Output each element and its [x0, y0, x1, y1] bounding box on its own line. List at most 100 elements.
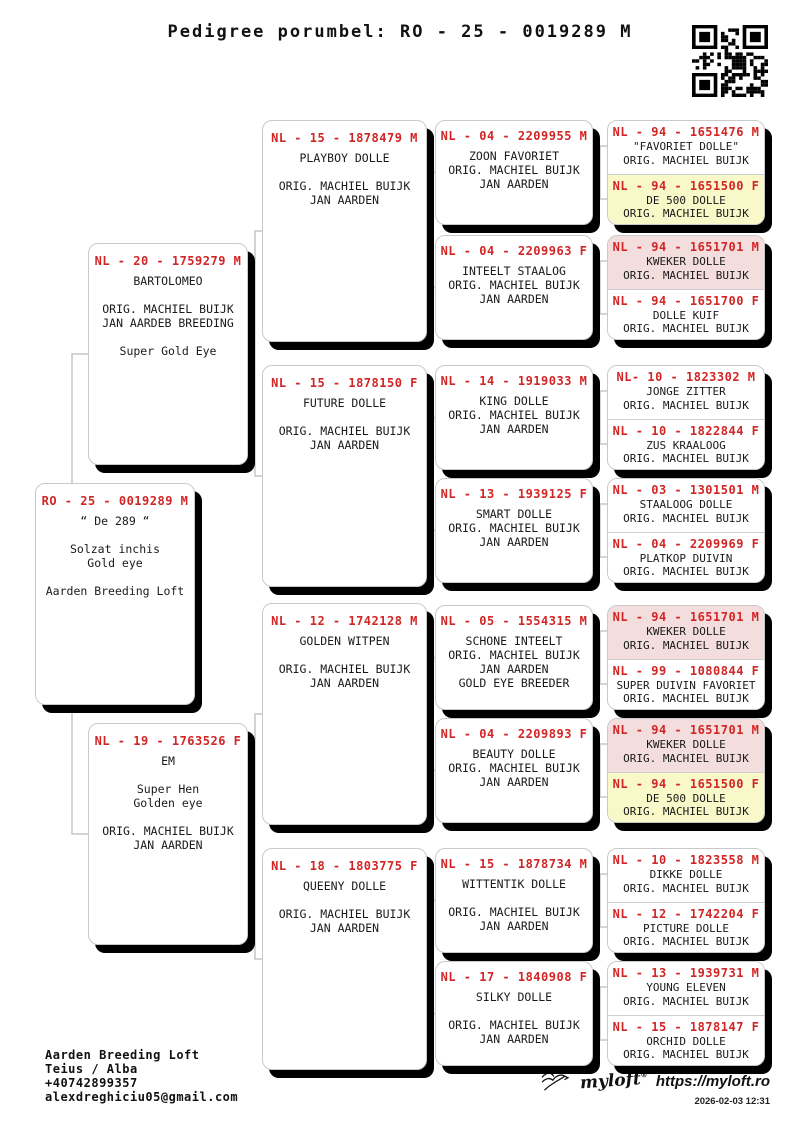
myloft-bird-icon	[541, 1072, 570, 1091]
loft-name: Aarden Breeding Loft	[45, 1048, 200, 1062]
info-line: JAN AARDEN	[479, 422, 549, 436]
info-line	[436, 891, 592, 905]
info-line: ORIG. MACHIEL BUIJK	[278, 179, 411, 193]
loft-phone: +40742899357	[45, 1076, 138, 1090]
info-line	[263, 410, 426, 424]
ring-number: NL - 94 - 1651701 M	[612, 240, 760, 254]
info-line: JAN AARDEN	[309, 921, 380, 935]
info-line: ORIG. MACHIEL BUIJK	[448, 521, 580, 535]
info-line	[36, 528, 194, 542]
ring-number: NL - 19 - 1763526 F	[94, 734, 242, 748]
pedigree-entry-gen5[interactable]: NL - 94 - 1651476 M"FAVORIET DOLLE"ORIG.…	[608, 121, 764, 174]
pigeon-name: KWEKER DOLLE	[646, 255, 726, 268]
ring-number: NL - 15 - 1878150 F	[271, 376, 418, 390]
ring-number: NL - 94 - 1651500 F	[612, 178, 760, 193]
info-line: QUEENY DOLLE	[302, 879, 387, 893]
origin-line: ORIG. MACHIEL BUIJK	[623, 398, 749, 412]
myloft-logo-text: myloft®	[579, 1069, 648, 1094]
info-line: JAN AARDEN	[479, 775, 549, 789]
info-line: EM	[161, 754, 175, 768]
info-line: GOLD EYE BREEDER	[458, 676, 570, 690]
pigeon-name: YOUNG ELEVEN	[646, 981, 726, 994]
ring-number: NL - 13 - 1939731 M	[612, 966, 760, 980]
info-line: SILKY DOLLE	[475, 990, 553, 1004]
ring-number: NL - 05 - 1554315 M	[440, 614, 588, 628]
pigeon-name: DIKKE DOLLE	[649, 868, 723, 881]
ring-number: NL - 94 - 1651500 F	[612, 776, 760, 791]
ring-number: NL - 13 - 1939125 F	[440, 487, 588, 501]
info-line: ORIG. MACHIEL BUIJK	[448, 1018, 580, 1032]
ring-number: NL - 10 - 1822844 F	[612, 423, 760, 438]
pigeon-name: SUPER DUIVIN FAVORIET	[616, 678, 756, 692]
info-line: JAN AARDEN	[309, 676, 380, 690]
info-line: Golden eye	[133, 796, 203, 810]
origin-line: ORIG. MACHIEL BUIJK	[623, 994, 749, 1008]
info-line	[436, 1004, 592, 1018]
info-line: SMART DOLLE	[475, 507, 553, 521]
info-line: Super Gold Eye	[119, 344, 217, 358]
info-line: ORIG. MACHIEL BUIJK	[448, 648, 580, 662]
origin-line: ORIG. MACHIEL BUIJK	[623, 638, 749, 652]
ring-number: NL - 20 - 1759279 M	[94, 254, 242, 268]
ring-number: RO - 25 - 0019289 M	[41, 494, 189, 508]
info-line	[263, 893, 426, 907]
origin-line: ORIG. MACHIEL BUIJK	[623, 268, 749, 282]
origin-line: ORIG. MACHIEL BUIJK	[623, 935, 749, 948]
pedigree-box-gen1[interactable]: RO - 25 - 0019289 M“ De 289 “Solzat inch…	[35, 483, 195, 705]
info-line	[36, 570, 194, 584]
pigeon-name: PICTURE DOLLE	[642, 921, 730, 935]
origin-line: ORIG. MACHIEL BUIJK	[623, 511, 749, 525]
origin-line: ORIG. MACHIEL BUIJK	[623, 207, 749, 220]
ring-number: NL - 94 - 1651701 M	[612, 723, 760, 737]
page-title: Pedigree porumbel: RO - 25 - 0019289 M	[167, 22, 633, 42]
loft-contact-block: Aarden Breeding Loft Teius / Alba +40742…	[45, 1048, 238, 1104]
info-line: ORIG. MACHIEL BUIJK	[448, 408, 580, 422]
ring-number: NL - 04 - 2209955 M	[440, 129, 588, 143]
info-line: “ De 289 “	[80, 514, 150, 528]
info-line	[89, 810, 247, 824]
info-line: ORIG. MACHIEL BUIJK	[448, 163, 580, 177]
ring-number: NL - 10 - 1823558 M	[612, 853, 760, 867]
pigeon-name: "FAVORIET DOLLE"	[633, 140, 739, 153]
info-line: Gold eye	[87, 556, 143, 570]
info-line	[89, 768, 247, 782]
info-line	[89, 330, 247, 344]
pedigree-box-gen5[interactable]: NL - 94 - 1651476 M"FAVORIET DOLLE"ORIG.…	[607, 120, 765, 225]
